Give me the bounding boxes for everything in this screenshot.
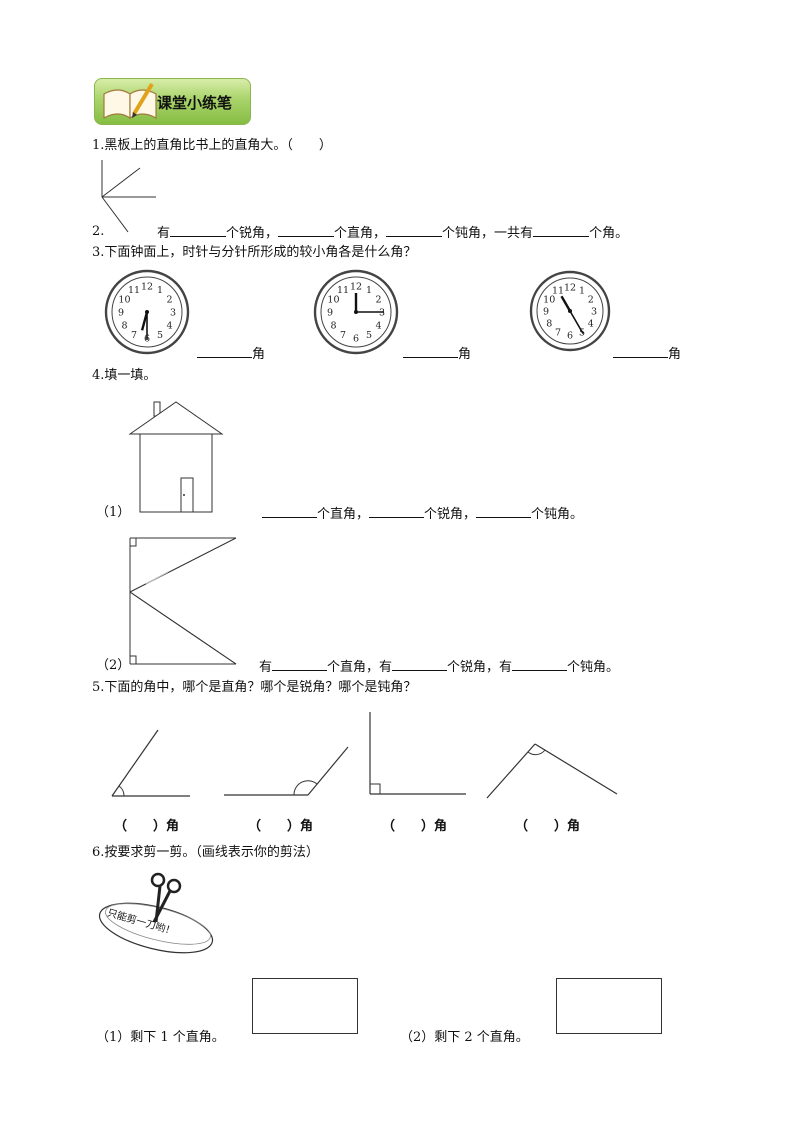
scissors-sign-figure [98,872,214,954]
answer-blank[interactable] [512,658,568,671]
q4-item-2-text: 有个直角，有个锐角，有个钝角。 [259,658,620,675]
clock-number: 2 [588,295,594,306]
clock-number: 8 [121,321,127,332]
clock-answer-3: 角 [613,345,681,363]
clock-number: 11 [128,285,140,296]
clock-number: 10 [118,295,130,306]
q4-item-2-label: （2） [96,658,131,673]
clock-number: 7 [340,330,346,341]
clock-number: 4 [588,319,594,330]
clock-number: 3 [591,307,597,318]
rectangle-2[interactable] [556,978,662,1034]
answer-blank[interactable] [170,224,227,237]
clock-number: 11 [337,285,349,296]
question-5: 5.下面的角中，哪个是直角？哪个是锐角？哪个是钝角？ [92,680,417,695]
hour-hand [140,311,149,331]
question-2-text: 有个锐角，个直角，个钝角，一共有个角。 [157,224,629,241]
clock-number: 4 [166,321,172,332]
q6-item-2: （2）剩下 2 个直角。 [400,1030,529,1045]
angles-figure [101,160,156,233]
rectangle-1[interactable] [252,978,358,1034]
triangles-figure [129,537,237,665]
clock-number: 12 [350,282,362,293]
question-1: 1.黑板上的直角比书上的直角大。（ ） [92,138,332,153]
angle-answer-1[interactable]: （ ）角 [114,819,180,834]
clock-number: 11 [552,286,564,297]
clock-number: 10 [327,295,339,306]
clock-number: 1 [579,286,585,297]
clock-number: 3 [379,308,385,319]
answer-blank[interactable] [533,224,590,237]
angle-answer-3[interactable]: （ ）角 [382,819,448,834]
answer-blank[interactable] [476,505,532,518]
q4-item-1-label: （1） [96,505,131,520]
q4-item-1-text: 个直角，个锐角，个钝角。 [262,505,583,523]
obtuse-angle-figure-1 [224,746,349,796]
question-4: 4.填一填。 [92,368,157,383]
answer-blank[interactable] [272,658,328,671]
answer-blank[interactable] [197,345,252,358]
right-angle-figure [369,712,466,795]
clock-number: 4 [375,321,381,332]
section-title: 课堂小练笔 [157,94,233,112]
hour-hand [560,295,572,312]
clock-number: 6 [567,331,573,342]
clock-center [354,310,358,314]
question-2: 2. [92,224,105,239]
book-pencil-icon [103,82,157,120]
question-6: 6.按要求剪一剪。（画线表示你的剪法） [92,845,319,860]
answer-blank[interactable] [369,505,425,518]
clock-number: 1 [366,285,372,296]
clock-number: 6 [353,334,359,345]
clock-center [568,309,572,313]
answer-blank[interactable] [278,224,335,237]
answer-blank[interactable] [403,345,458,358]
clock-number: 9 [327,308,333,319]
clock-answer-2: 角 [403,345,471,363]
answer-blank[interactable] [392,658,448,671]
house-figure [128,401,224,513]
clock-number: 12 [141,282,153,293]
clock-number: 2 [166,295,172,306]
clock-number: 5 [157,330,163,341]
clock-number: 2 [375,295,381,306]
q6-item-1: （1）剩下 1 个直角。 [96,1030,225,1045]
clock-number: 12 [564,283,576,294]
acute-angle-figure [111,729,190,797]
angle-answer-2[interactable]: （ ）角 [248,819,314,834]
clock-answer-1: 角 [197,345,265,363]
clock-number: 5 [366,330,372,341]
clock-center [145,310,149,314]
answer-blank[interactable] [262,505,317,518]
clock-number: 8 [546,319,552,330]
clock-number: 9 [118,308,124,319]
clock-number: 7 [555,327,561,338]
clock-number: 7 [131,330,137,341]
clock-number: 10 [543,295,555,306]
question-3: 3.下面钟面上，时针与分针所形成的较小角各是什么角？ [92,245,417,260]
minute-hand [569,310,584,334]
clock-number: 9 [543,307,549,318]
clock-number: 1 [157,285,163,296]
obtuse-angle-figure-2 [486,743,618,799]
clock-number: 8 [330,321,336,332]
answer-blank[interactable] [386,224,443,237]
angle-answer-4[interactable]: （ ）角 [515,819,581,834]
answer-blank[interactable] [613,345,668,358]
clock-number: 3 [170,308,176,319]
